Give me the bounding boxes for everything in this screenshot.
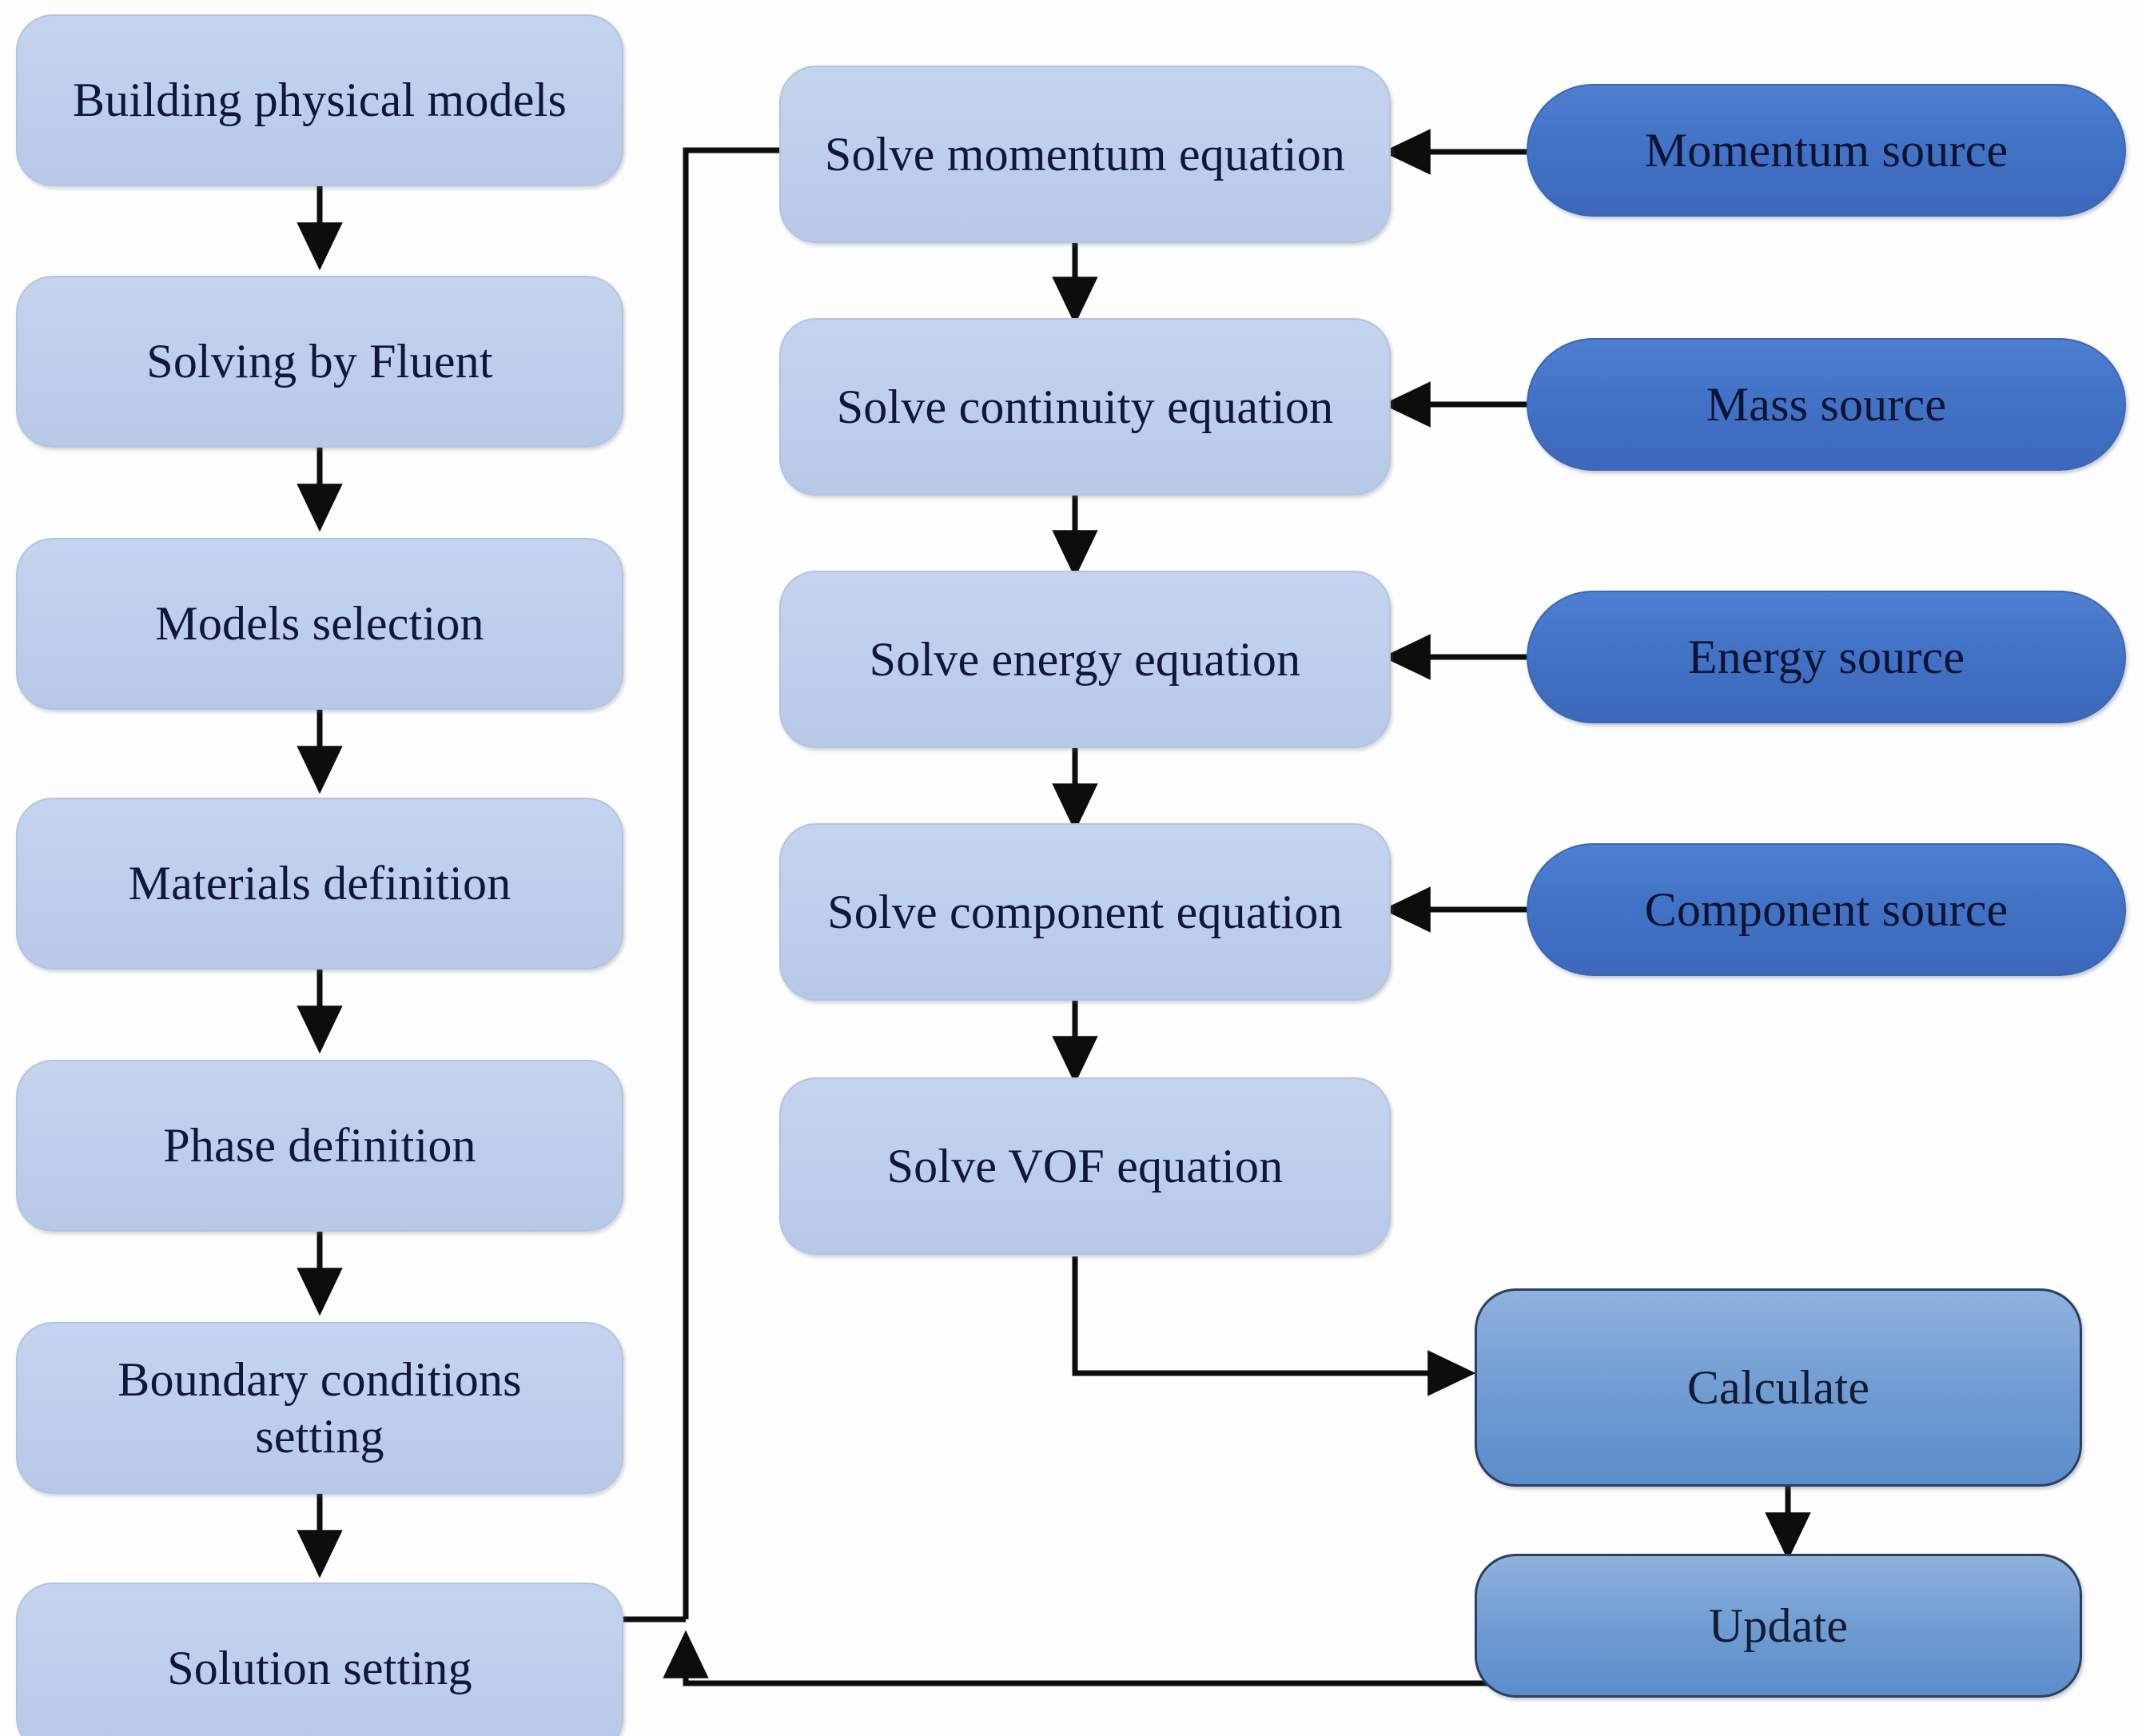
node-label: Solve continuity equation xyxy=(836,380,1334,433)
node-solve-vof-equation[interactable]: Solve VOF equation xyxy=(779,1077,1391,1255)
node-solving-by-fluent[interactable]: Solving by Fluent xyxy=(16,276,623,448)
node-calculate[interactable]: Calculate xyxy=(1475,1288,2082,1487)
node-momentum-source[interactable]: Momentum source xyxy=(1527,84,2126,217)
node-label: Calculate xyxy=(1686,1360,1870,1414)
node-label: Materials definition xyxy=(128,857,512,910)
node-solution-setting[interactable]: Solution setting xyxy=(16,1583,623,1736)
node-label: Component source xyxy=(1644,882,2009,936)
node-boundary-conditions-setting[interactable]: Boundary conditions setting xyxy=(16,1322,623,1494)
node-label: Building physical models xyxy=(72,74,567,127)
node-phase-definition[interactable]: Phase definition xyxy=(16,1060,623,1232)
node-label: Update xyxy=(1708,1599,1849,1652)
node-building-physical-models[interactable]: Building physical models xyxy=(16,14,623,186)
node-models-selection[interactable]: Models selection xyxy=(16,538,623,710)
node-label: Boundary conditions setting xyxy=(117,1352,522,1463)
node-label: Solve energy equation xyxy=(869,632,1301,686)
link-vof-to-calculate xyxy=(1072,1256,1476,1396)
node-label: Phase definition xyxy=(163,1119,476,1173)
node-label: Energy source xyxy=(1687,630,1965,683)
node-label: Solve component equation xyxy=(827,885,1343,938)
node-solve-component-equation[interactable]: Solve component equation xyxy=(779,823,1391,1001)
node-update[interactable]: Update xyxy=(1475,1554,2082,1698)
node-materials-definition[interactable]: Materials definition xyxy=(16,798,623,970)
node-label: Models selection xyxy=(155,597,484,651)
node-solve-continuity-equation[interactable]: Solve continuity equation xyxy=(779,318,1391,496)
node-mass-source[interactable]: Mass source xyxy=(1527,338,2126,471)
node-label: Momentum source xyxy=(1644,123,2009,177)
node-energy-source[interactable]: Energy source xyxy=(1527,591,2126,723)
node-solve-momentum-equation[interactable]: Solve momentum equation xyxy=(779,66,1391,243)
node-label: Solve VOF equation xyxy=(886,1139,1284,1193)
node-label: Solving by Fluent xyxy=(146,335,493,388)
node-label: Solution setting xyxy=(167,1642,472,1695)
node-label: Solve momentum equation xyxy=(824,127,1346,181)
node-label: Mass source xyxy=(1706,377,1947,431)
node-solve-energy-equation[interactable]: Solve energy equation xyxy=(779,571,1391,748)
node-component-source[interactable]: Component source xyxy=(1527,843,2126,976)
